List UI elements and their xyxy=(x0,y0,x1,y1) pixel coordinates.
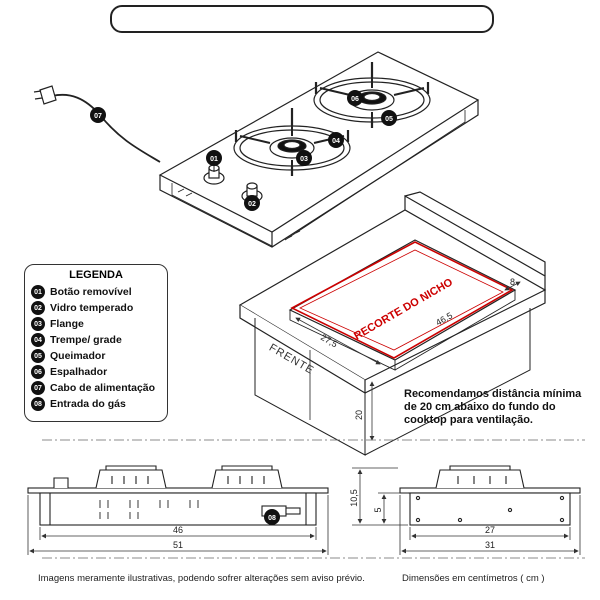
legend-item: 04 Trempe/ grade xyxy=(31,333,122,347)
legend-number: 07 xyxy=(31,381,45,395)
legend-item: 02 Vidro temperado xyxy=(31,301,133,315)
footer-units: Dimensões em centímetros ( cm ) xyxy=(402,573,545,584)
legend-number: 03 xyxy=(31,317,45,331)
niche-height: 20 xyxy=(354,410,364,420)
legend-label: Vidro temperado xyxy=(50,302,134,314)
power-cable xyxy=(51,93,161,163)
side-body-height: 5 xyxy=(373,507,383,512)
legend-heading: LEGENDA xyxy=(69,269,123,281)
legend-number: 01 xyxy=(31,285,45,299)
legend-box: LEGENDA 01 Botão removível 02 Vidro temp… xyxy=(24,264,168,422)
callout-03: 03 xyxy=(300,156,308,163)
legend-item: 07 Cabo de alimentação xyxy=(31,381,155,395)
legend-label: Entrada do gás xyxy=(50,398,126,410)
callout-05: 05 xyxy=(385,116,393,123)
niche-dimensions xyxy=(295,281,521,441)
callout-07: 07 xyxy=(94,113,102,120)
page-title: MEDIDAS E INSTALAÇÃO COOKTOP SAFE 2 BOCA… xyxy=(126,11,478,50)
legend-item: 08 Entrada do gás xyxy=(31,397,126,411)
title-banner: MEDIDAS E INSTALAÇÃO COOKTOP SAFE 2 BOCA… xyxy=(110,5,494,50)
legend-label: Queimador xyxy=(50,350,106,362)
legend-number: 06 xyxy=(31,365,45,379)
side-outer-depth: 31 xyxy=(485,540,495,550)
legend-number: 08 xyxy=(31,397,45,411)
legend-label: Botão removível xyxy=(50,286,132,298)
side-total-height: 10,5 xyxy=(349,489,359,507)
callout-08-group: 08 xyxy=(264,509,280,525)
legend-number: 04 xyxy=(31,333,45,347)
legend-label: Flange xyxy=(50,318,84,330)
legend-item: 06 Espalhador xyxy=(31,365,107,379)
legend-item: 01 Botão removível xyxy=(31,285,132,299)
callout-02: 02 xyxy=(248,201,256,208)
legend-number: 02 xyxy=(31,301,45,315)
callouts-cooktop: 01 02 03 04 05 06 07 xyxy=(90,90,397,211)
legend-label: Cabo de alimentação xyxy=(50,382,156,394)
callout-01: 01 xyxy=(210,156,218,163)
side-view xyxy=(399,465,581,526)
callout-04: 04 xyxy=(332,138,340,145)
front-view xyxy=(27,465,329,526)
legend-label: Espalhador xyxy=(50,366,108,378)
footer-disclaimer: Imagens meramente ilustrativas, podendo … xyxy=(38,573,365,584)
callout-08: 08 xyxy=(268,515,276,522)
front-dimensions xyxy=(27,495,329,555)
niche-side-gap: 8 xyxy=(510,277,515,287)
callout-06: 06 xyxy=(351,96,359,103)
ventilation-note: Recomendamos distância mínima de 20 cm a… xyxy=(404,388,582,426)
legend-number: 05 xyxy=(31,349,45,363)
side-dimensions xyxy=(352,467,581,555)
legend-item: 03 Flange xyxy=(31,317,84,331)
legend-item: 05 Queimador xyxy=(31,349,105,363)
cooktop-isometric xyxy=(33,51,480,248)
front-inner-width: 46 xyxy=(173,525,183,535)
legend-label: Trempe/ grade xyxy=(50,334,122,346)
side-inner-depth: 27 xyxy=(485,525,495,535)
plug xyxy=(39,85,57,105)
front-outer-width: 51 xyxy=(173,540,183,550)
